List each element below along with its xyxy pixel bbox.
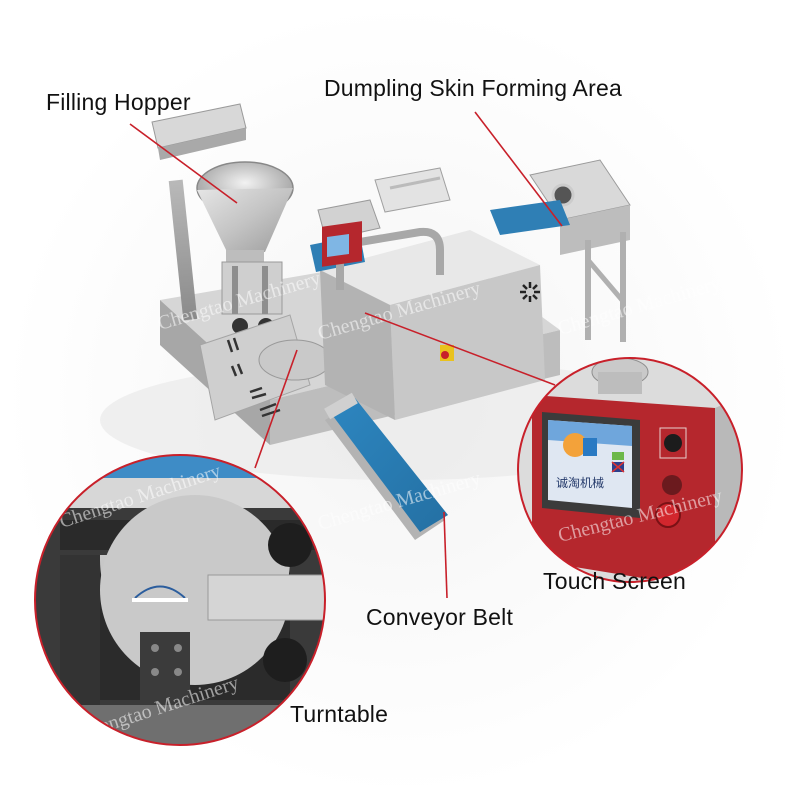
leader-touch-screen — [364, 312, 556, 386]
leader-filling-hopper — [129, 123, 238, 204]
leader-lines — [129, 111, 563, 599]
leader-conveyor-belt — [443, 511, 448, 599]
label-touch-screen: Touch Screen — [543, 568, 687, 594]
label-skin-forming-area: Dumpling Skin Forming Area — [324, 75, 622, 101]
conveyor-belt-graphic — [324, 392, 448, 540]
touch-screen-zoom-circle: 诚淘机械 Chengtao Machinery — [517, 357, 743, 583]
leader-skin-forming — [474, 111, 563, 227]
label-conveyor-belt: Conveyor Belt — [366, 604, 514, 630]
svg-text:Chengtao Machinery: Chengtao Machinery — [555, 272, 723, 340]
label-turntable: Turntable — [290, 701, 389, 727]
turntable-zoom-circle: Chengtao Machinery Chengtao Machinery — [34, 454, 326, 746]
filling-hopper-assembly — [151, 103, 294, 334]
skin-sheeter — [310, 167, 451, 290]
main-body — [320, 230, 545, 420]
svg-text:诚淘机械: 诚淘机械 — [556, 475, 604, 490]
skin-forming-frame — [490, 159, 631, 342]
leader-turntable — [254, 349, 298, 469]
label-filling-hopper: Filling Hopper — [46, 89, 191, 115]
